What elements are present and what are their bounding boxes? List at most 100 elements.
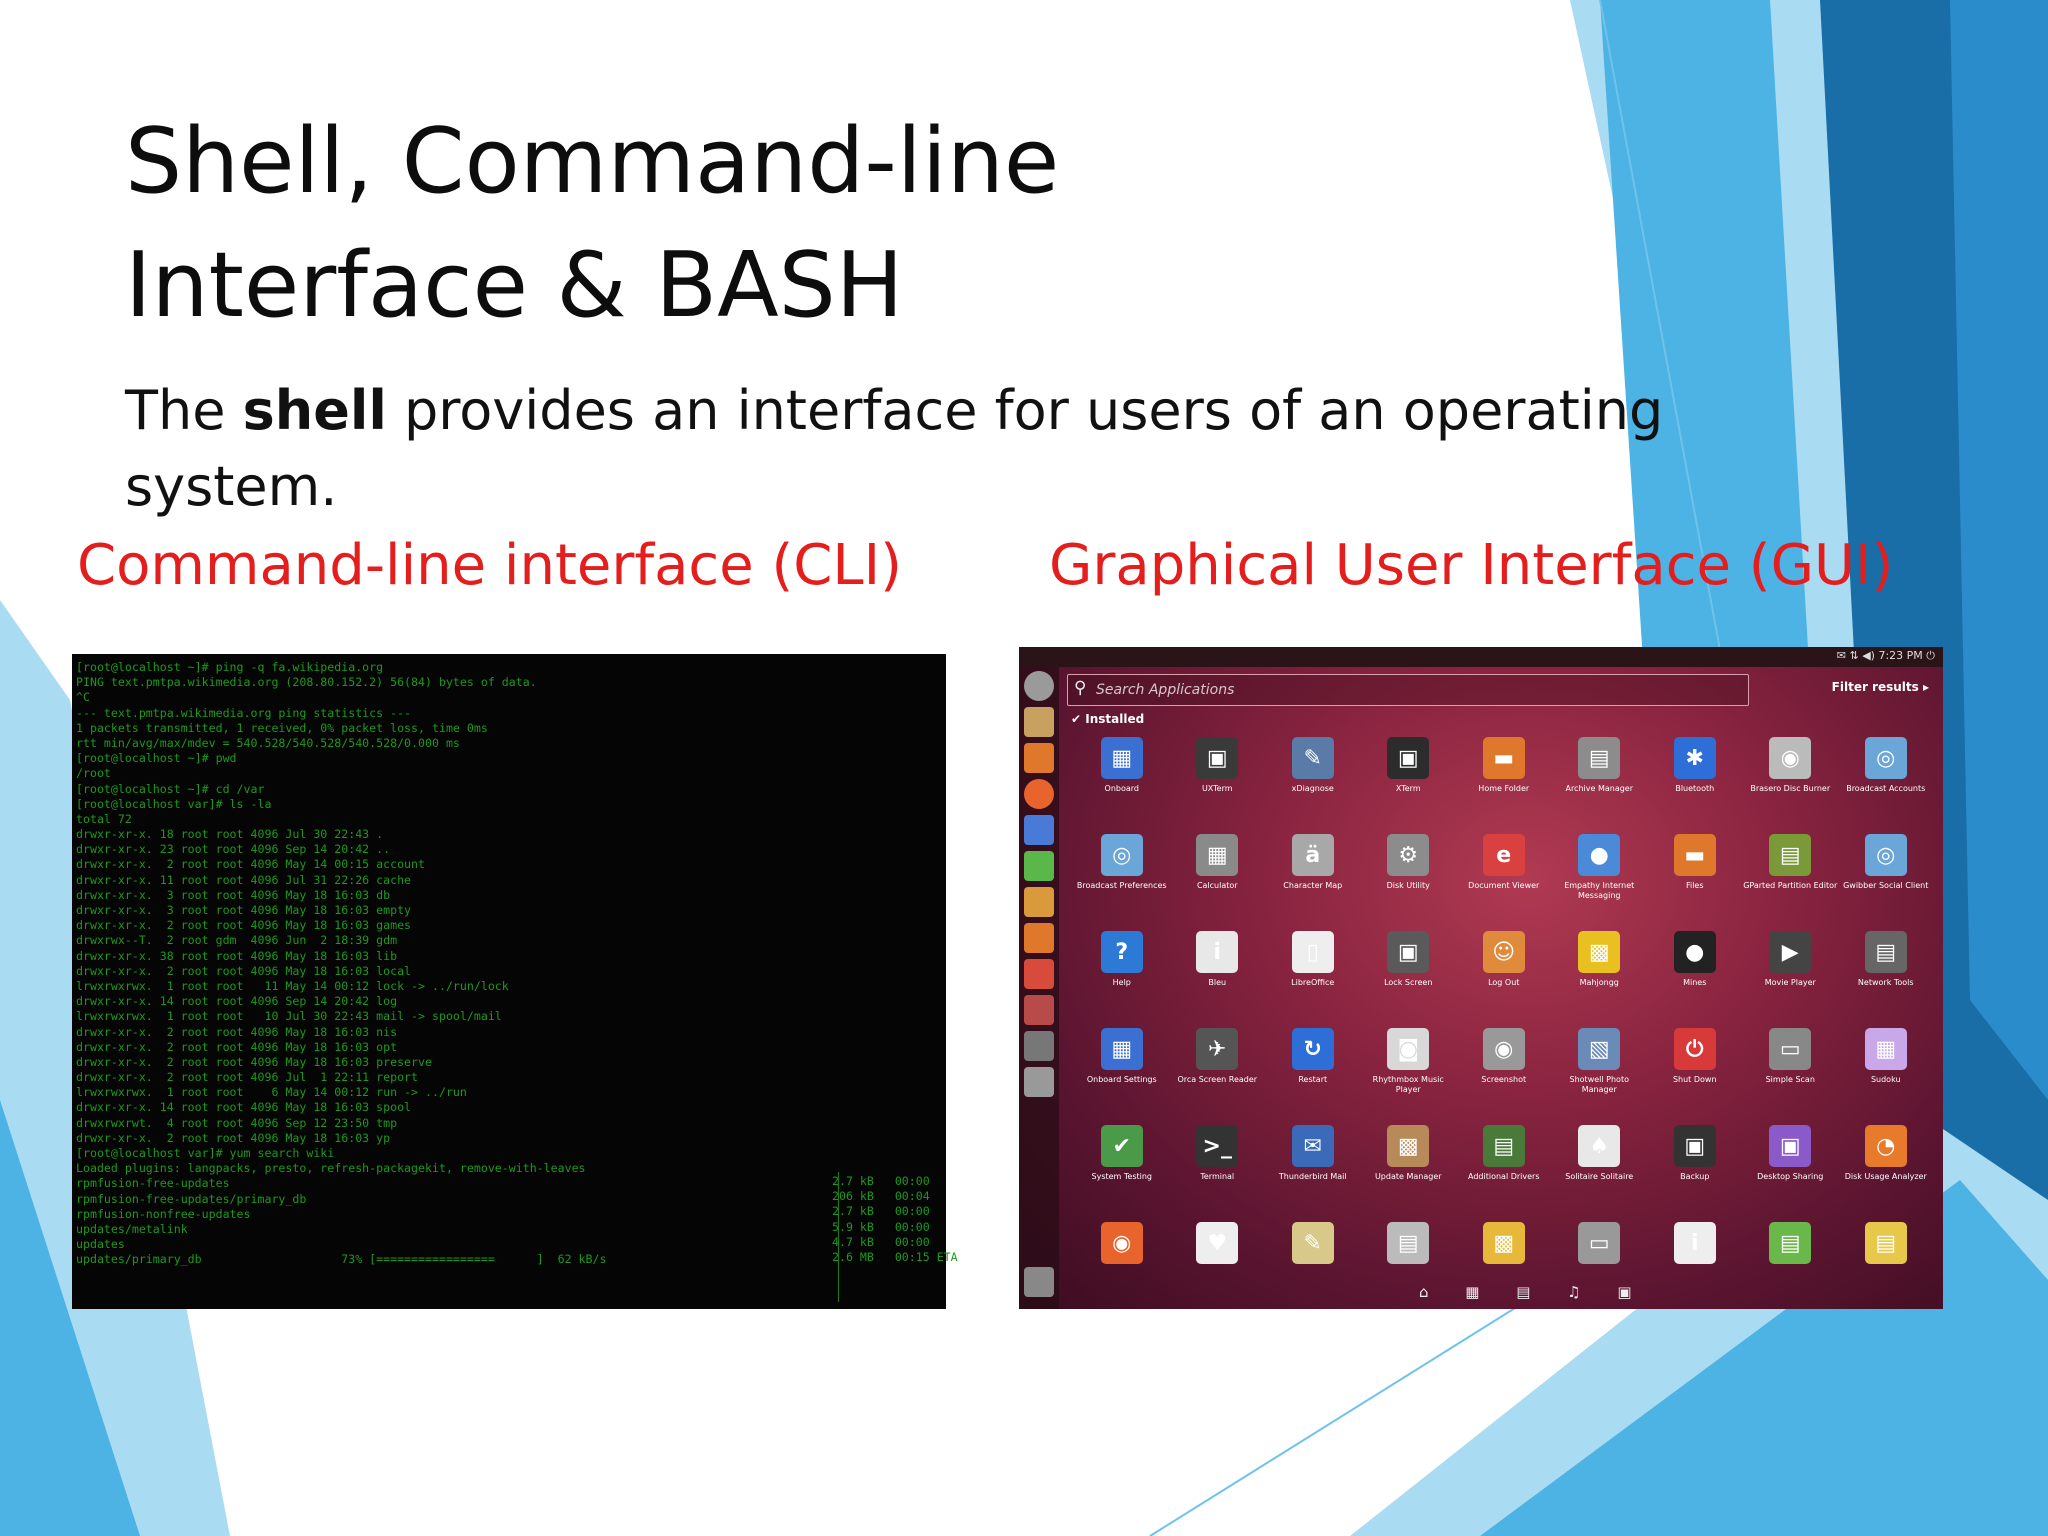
launcher-drive-icon[interactable]: [1024, 1067, 1054, 1097]
app-tile[interactable]: ◉Brasero Disc Burner: [1743, 737, 1839, 834]
app-tile[interactable]: ◉: [1074, 1222, 1170, 1319]
app-icon: ◎: [1864, 834, 1907, 876]
app-tile[interactable]: ▣Backup: [1647, 1125, 1743, 1222]
app-tile[interactable]: ▦Sudoku: [1838, 1028, 1934, 1125]
app-tile[interactable]: ⚙Disk Utility: [1361, 834, 1457, 931]
app-tile[interactable]: ▭: [1552, 1222, 1648, 1319]
app-tile[interactable]: ◎Broadcast Accounts: [1838, 737, 1934, 834]
terminal-line: [root@localhost ~]# pwd: [76, 751, 237, 766]
launcher-trash-icon[interactable]: [1024, 1267, 1054, 1297]
app-tile[interactable]: ☺Log Out: [1456, 931, 1552, 1028]
app-tile[interactable]: ▭Simple Scan: [1743, 1028, 1839, 1125]
search-input[interactable]: [1096, 679, 1736, 701]
app-tile[interactable]: ♥: [1170, 1222, 1266, 1319]
launcher-home-icon[interactable]: [1024, 743, 1054, 773]
app-tile[interactable]: ?Help: [1074, 931, 1170, 1028]
app-tile[interactable]: ▤Archive Manager: [1552, 737, 1648, 834]
app-tile[interactable]: ✉Thunderbird Mail: [1265, 1125, 1361, 1222]
app-tile[interactable]: ✎: [1265, 1222, 1361, 1319]
app-tile[interactable]: ▩Update Manager: [1361, 1125, 1457, 1222]
launcher-firefox-icon[interactable]: [1024, 779, 1054, 809]
app-label: Broadcast Preferences: [1076, 881, 1167, 890]
app-tile[interactable]: ▤: [1743, 1222, 1839, 1319]
app-tile[interactable]: ●Empathy Internet Messaging: [1552, 834, 1648, 931]
app-tile[interactable]: >_Terminal: [1170, 1125, 1266, 1222]
launcher-calc-icon[interactable]: [1024, 851, 1054, 881]
app-tile[interactable]: ●Mines: [1647, 931, 1743, 1028]
app-tile[interactable]: ✱Bluetooth: [1647, 737, 1743, 834]
app-tile[interactable]: ▣Desktop Sharing: [1743, 1125, 1839, 1222]
app-label: Brasero Disc Burner: [1750, 784, 1831, 793]
app-tile[interactable]: ✔System Testing: [1074, 1125, 1170, 1222]
app-tile[interactable]: ▤GParted Partition Editor: [1743, 834, 1839, 931]
app-tile[interactable]: ◎Broadcast Preferences: [1074, 834, 1170, 931]
app-label: Lock Screen: [1384, 978, 1433, 987]
app-tile[interactable]: ▣Lock Screen: [1361, 931, 1457, 1028]
app-label: Backup: [1680, 1172, 1710, 1181]
app-tile[interactable]: ▦Calculator: [1170, 834, 1266, 931]
app-tile[interactable]: ▤Network Tools: [1838, 931, 1934, 1028]
terminal-line: PING text.pmtpa.wikimedia.org (208.80.15…: [76, 675, 537, 690]
app-tile[interactable]: ▦Onboard: [1074, 737, 1170, 834]
app-tile[interactable]: ▯LibreOffice: [1265, 931, 1361, 1028]
app-tile[interactable]: ◙Rhythmbox Music Player: [1361, 1028, 1457, 1125]
app-tile[interactable]: ◎Gwibber Social Client: [1838, 834, 1934, 931]
app-tile[interactable]: ✈Orca Screen Reader: [1170, 1028, 1266, 1125]
app-tile[interactable]: ▩: [1456, 1222, 1552, 1319]
launcher-dash-icon[interactable]: [1024, 671, 1054, 701]
app-tile[interactable]: ▶Movie Player: [1743, 931, 1839, 1028]
terminal-line: drwxr-xr-x. 14 root root 4096 May 18 16:…: [76, 1100, 412, 1115]
app-tile[interactable]: ⏻Shut Down: [1647, 1028, 1743, 1125]
app-tile[interactable]: ♠Solitaire Solitaire: [1552, 1125, 1648, 1222]
app-tile[interactable]: ✎xDiagnose: [1265, 737, 1361, 834]
app-icon: ◉: [1482, 1028, 1525, 1070]
terminal-stat-line: 2.7 kB 00:00: [832, 1174, 930, 1188]
terminal-line: [root@localhost ~]# ping -q fa.wikipedia…: [76, 660, 384, 674]
app-tile[interactable]: ▣XTerm: [1361, 737, 1457, 834]
app-tile[interactable]: ▬Files: [1647, 834, 1743, 931]
app-tile[interactable]: ▤: [1838, 1222, 1934, 1319]
app-tile[interactable]: ◉Screenshot: [1456, 1028, 1552, 1125]
launcher-software-icon[interactable]: [1024, 923, 1054, 953]
gui-launcher: [1019, 667, 1059, 1309]
filter-results-button[interactable]: Filter results ▸: [1831, 680, 1929, 694]
title-line-1: Shell, Command-line: [125, 109, 1060, 214]
app-icon: ▶: [1769, 931, 1812, 973]
app-label: Mahjongg: [1579, 978, 1619, 987]
app-icon: ▤: [1864, 931, 1907, 973]
app-label: Disk Utility: [1386, 881, 1430, 890]
terminal-line: drwxr-xr-x. 3 root root 4096 May 18 16:0…: [76, 887, 391, 902]
launcher-workspaces-icon[interactable]: [1024, 1031, 1054, 1061]
launcher-ubuntu-one-icon[interactable]: [1024, 959, 1054, 989]
app-label: Terminal: [1200, 1172, 1235, 1181]
app-label: Shut Down: [1672, 1075, 1717, 1084]
app-tile[interactable]: ▧Shotwell Photo Manager: [1552, 1028, 1648, 1125]
lens-bar[interactable]: ⌂ ▦ ▤ ♫ ▣: [1419, 1283, 1648, 1301]
app-tile[interactable]: ↻Restart: [1265, 1028, 1361, 1125]
app-tile[interactable]: ▩Mahjongg: [1552, 931, 1648, 1028]
app-label: Shotwell Photo Manager: [1569, 1075, 1629, 1094]
app-label: Additional Drivers: [1468, 1172, 1540, 1181]
app-tile[interactable]: i: [1647, 1222, 1743, 1319]
app-icon: ✈: [1196, 1028, 1239, 1070]
launcher-settings-icon[interactable]: [1024, 995, 1054, 1025]
deco-shape-left-mid: [0, 1100, 140, 1536]
launcher-files-icon[interactable]: [1024, 707, 1054, 737]
app-tile[interactable]: ▬Home Folder: [1456, 737, 1552, 834]
gui-search-box[interactable]: ⚲: [1067, 674, 1749, 706]
app-tile[interactable]: ▣UXTerm: [1170, 737, 1266, 834]
app-tile[interactable]: ◔Disk Usage Analyzer: [1838, 1125, 1934, 1222]
terminal-line: drwxr-xr-x. 2 root root 4096 Jul 1 22:11…: [76, 1070, 419, 1085]
terminal-line: /root: [76, 766, 111, 781]
app-icon: ä: [1291, 834, 1334, 876]
app-tile[interactable]: ▦Onboard Settings: [1074, 1028, 1170, 1125]
app-tile[interactable]: ▤: [1361, 1222, 1457, 1319]
launcher-writer-icon[interactable]: [1024, 815, 1054, 845]
launcher-impress-icon[interactable]: [1024, 887, 1054, 917]
terminal-screenshot: [root@localhost ~]# ping -q fa.wikipedia…: [72, 654, 958, 1309]
terminal-line: drwxr-xr-x. 38 root root 4096 May 18 16:…: [76, 948, 398, 963]
app-tile[interactable]: ▤Additional Drivers: [1456, 1125, 1552, 1222]
